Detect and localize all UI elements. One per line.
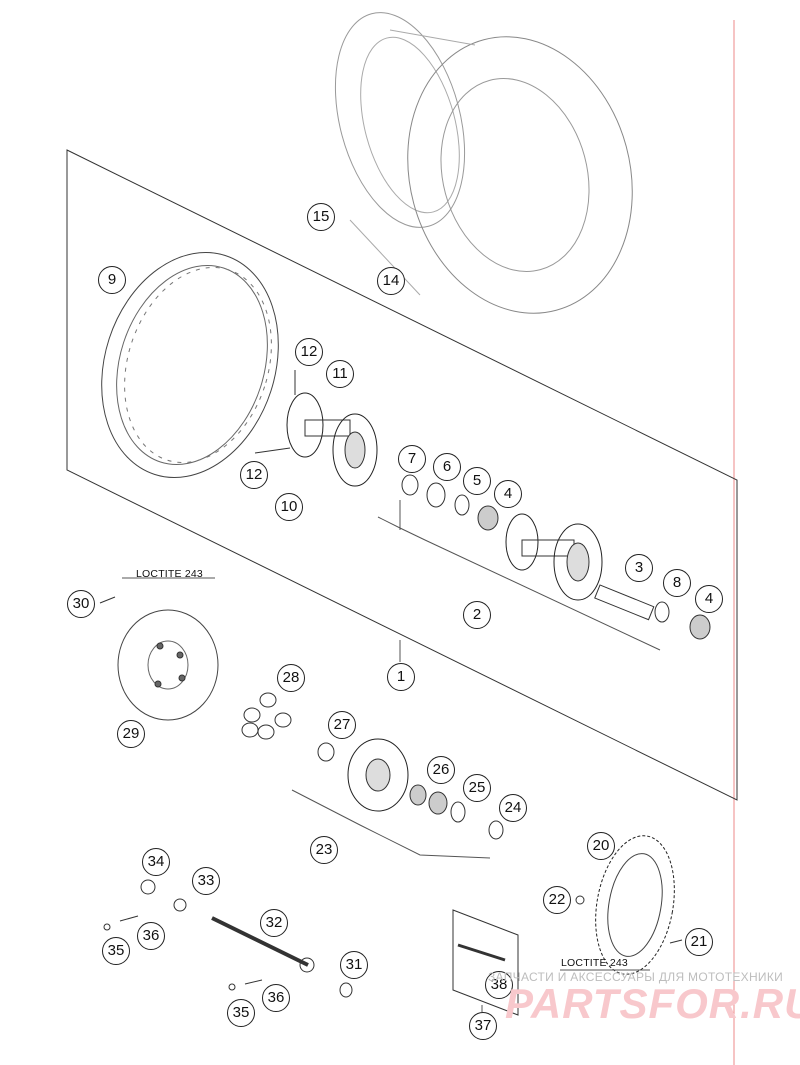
callout-1: 1 bbox=[387, 663, 415, 691]
callout-36-lower: 36 bbox=[262, 984, 290, 1012]
callout-15: 15 bbox=[307, 203, 335, 231]
callout-6: 6 bbox=[433, 453, 461, 481]
callout-23: 23 bbox=[310, 836, 338, 864]
axle-drawing bbox=[211, 916, 309, 967]
callout-35-lower: 35 bbox=[227, 999, 255, 1027]
nut-34-drawing bbox=[140, 879, 156, 895]
ring-6-drawing bbox=[426, 482, 446, 508]
callout-4-lower: 4 bbox=[695, 585, 723, 613]
bearing-26a-drawing bbox=[409, 784, 427, 806]
spacer-3-drawing bbox=[594, 584, 655, 621]
sprocket-carrier-drawing bbox=[347, 738, 409, 812]
callout-4-upper: 4 bbox=[494, 480, 522, 508]
callout-20: 20 bbox=[587, 832, 615, 860]
callout-22: 22 bbox=[543, 886, 571, 914]
callout-10: 10 bbox=[275, 493, 303, 521]
callout-7: 7 bbox=[398, 445, 426, 473]
spoke-drawing bbox=[254, 447, 291, 454]
callout-35-upper: 35 bbox=[102, 937, 130, 965]
axle-head-drawing bbox=[299, 957, 315, 973]
rim-drawing bbox=[101, 252, 279, 478]
cap-31-drawing bbox=[339, 982, 353, 998]
tube-drawing bbox=[334, 12, 466, 228]
callout-34: 34 bbox=[142, 848, 170, 876]
callout-5: 5 bbox=[463, 467, 491, 495]
screw-36b-drawing bbox=[244, 979, 263, 985]
callout-21: 21 bbox=[685, 928, 713, 956]
callout-12-lower: 12 bbox=[240, 461, 268, 489]
screw-36a-drawing bbox=[119, 915, 139, 922]
bearing-4-lower-drawing bbox=[689, 614, 711, 640]
callout-11: 11 bbox=[326, 360, 354, 388]
callout-32: 32 bbox=[260, 909, 288, 937]
callout-28: 28 bbox=[277, 664, 305, 692]
bolt-21-drawing bbox=[669, 939, 683, 944]
bearing-4-upper-drawing bbox=[477, 505, 499, 531]
sprocket-drawing bbox=[595, 835, 675, 975]
washer-8-drawing bbox=[654, 601, 670, 623]
callout-37: 37 bbox=[469, 1012, 497, 1040]
brake-disc-drawing bbox=[117, 609, 219, 721]
hub-lower-drawing bbox=[505, 513, 603, 601]
chain-kit-box bbox=[452, 909, 519, 1016]
loctite-note-sprocket: LOCTITE 243 bbox=[561, 957, 628, 969]
seal-24-drawing bbox=[488, 820, 504, 840]
circlip-25-drawing bbox=[450, 801, 466, 823]
callout-14: 14 bbox=[377, 267, 405, 295]
chain-drawing bbox=[457, 943, 506, 962]
adjuster-33-drawing bbox=[173, 898, 187, 912]
callout-3: 3 bbox=[625, 554, 653, 582]
callout-38: 38 bbox=[485, 971, 513, 999]
nut-22-drawing bbox=[575, 895, 585, 905]
damper-rubbers-drawing bbox=[241, 692, 292, 740]
callout-2: 2 bbox=[463, 601, 491, 629]
callout-31: 31 bbox=[340, 951, 368, 979]
callout-30: 30 bbox=[67, 590, 95, 618]
circlip-5-drawing bbox=[454, 494, 470, 516]
callout-24: 24 bbox=[499, 794, 527, 822]
callout-33: 33 bbox=[192, 867, 220, 895]
callout-12-upper: 12 bbox=[295, 338, 323, 366]
seal-7-drawing bbox=[401, 474, 419, 496]
loctite-note-disc: LOCTITE 243 bbox=[136, 568, 203, 580]
tyre-drawing bbox=[349, 29, 633, 314]
callout-29: 29 bbox=[117, 720, 145, 748]
nut-35a-drawing bbox=[103, 923, 111, 931]
hub-upper-drawing bbox=[286, 392, 378, 487]
wheel-assembly-boundary bbox=[66, 149, 738, 801]
callout-25: 25 bbox=[463, 774, 491, 802]
bushing-27-drawing bbox=[317, 742, 335, 762]
callout-26: 26 bbox=[427, 756, 455, 784]
bearing-26b-drawing bbox=[428, 791, 448, 815]
callout-36-upper: 36 bbox=[137, 922, 165, 950]
callout-27: 27 bbox=[328, 711, 356, 739]
nut-35b-drawing bbox=[228, 983, 236, 991]
watermark-logo: PARTSFOR.RU bbox=[505, 980, 800, 1027]
callout-9: 9 bbox=[98, 266, 126, 294]
callout-8: 8 bbox=[663, 569, 691, 597]
disc-screw-drawing bbox=[99, 596, 116, 604]
watermark-caption: ЗАПЧАСТИ И АКСЕССУАРЫ ДЛЯ МОТОТЕХНИКИ bbox=[488, 970, 784, 984]
